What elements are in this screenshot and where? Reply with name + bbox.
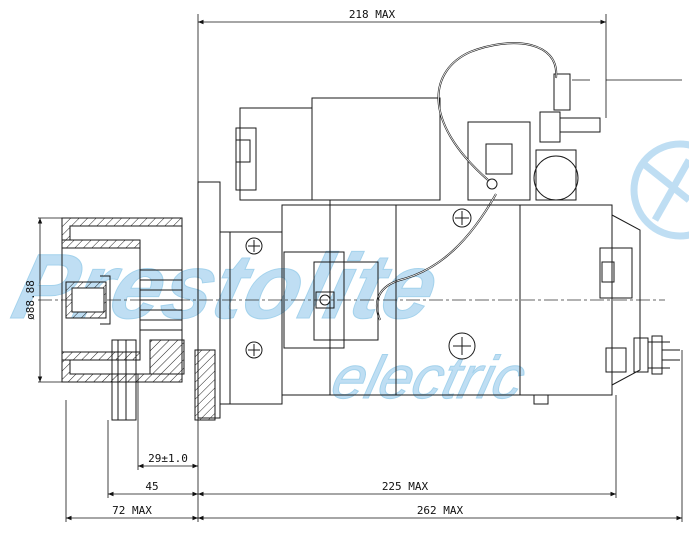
dimensions [37, 14, 683, 522]
dim-overall-length-label: 262 MAX [417, 504, 464, 517]
dim-body-length-label: 225 MAX [382, 480, 429, 493]
dim-pinion-offset-label: 29±1.0 [148, 452, 188, 465]
dim-overall-top-label: 218 MAX [349, 8, 396, 21]
dim-front-length-label: 72 MAX [112, 504, 152, 517]
dim-diameter-label: ø88.88 [24, 280, 37, 320]
watermark-logo-icon [630, 140, 689, 240]
watermark: Prestolite electric [3, 140, 689, 411]
motor-body [281, 204, 680, 405]
watermark-sub: electric [326, 344, 533, 411]
dim-flange-to-pinion-label: 45 [145, 480, 158, 493]
solenoid [235, 42, 601, 321]
watermark-brand: Prestolite [4, 234, 449, 337]
front-nose-housing [61, 217, 216, 421]
